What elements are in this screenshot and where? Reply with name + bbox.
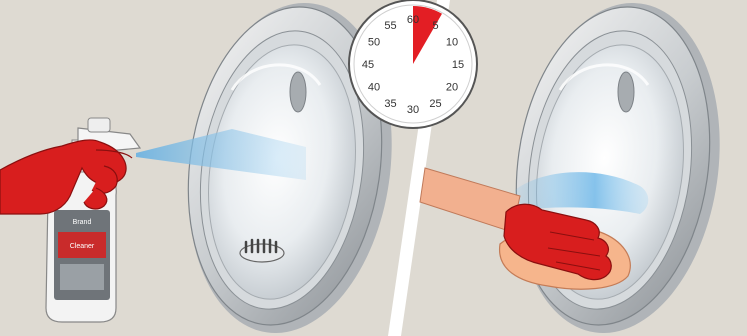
- timer-label-25: 25: [429, 98, 441, 110]
- timer-label-15: 15: [452, 59, 464, 71]
- timer-label-45: 45: [362, 59, 374, 71]
- timer-dial-icon: 60 5 10 15 20 25 30 35 40 45 50 55: [349, 0, 477, 128]
- timer-label-40: 40: [368, 82, 380, 94]
- timer-label-20: 20: [446, 82, 458, 94]
- timer-label-50: 50: [368, 37, 380, 49]
- timer-label-55: 55: [384, 20, 396, 32]
- timer-label-35: 35: [384, 98, 396, 110]
- timer-label-30: 30: [407, 104, 419, 116]
- bottle-brand-text: Brand: [73, 219, 92, 226]
- bottle-label-text: Cleaner: [70, 243, 95, 250]
- timer-label-5: 5: [432, 20, 438, 32]
- timer-label-60: 60: [407, 14, 419, 26]
- timer-label-10: 10: [446, 37, 458, 49]
